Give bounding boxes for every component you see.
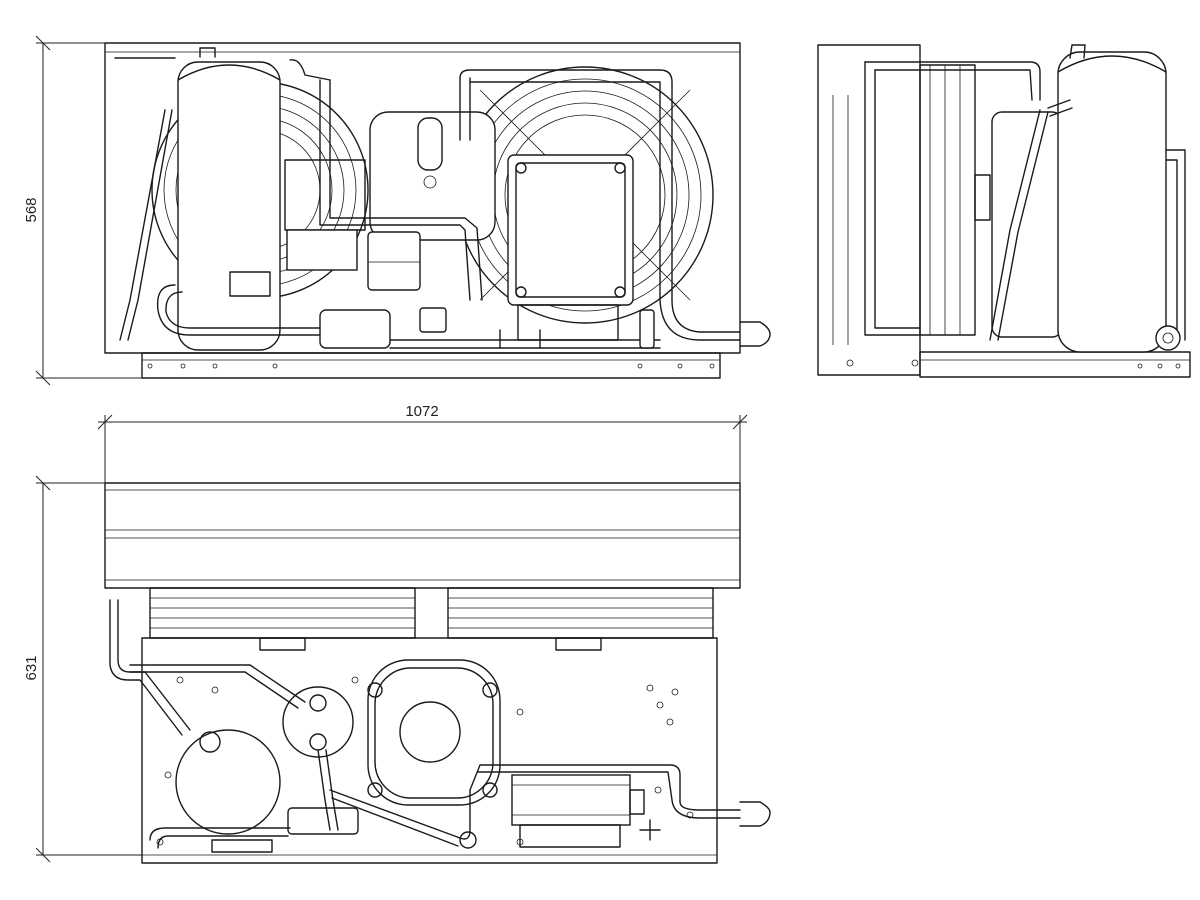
top-fan-left [149,587,416,651]
side-fan-profile [919,64,991,336]
front-view [104,42,771,379]
front-base-holes [147,363,715,369]
side-base-rail [919,351,1191,378]
front-base-rail [141,352,721,379]
side-compressor [991,111,1063,338]
side-view [817,44,1191,378]
side-base-holes [846,359,1181,369]
dimension-width: 1072 [97,403,748,483]
top-filter-drier [287,807,359,835]
side-piping [864,61,1186,341]
dimension-height: 568 [23,35,142,386]
top-receiver-tank [175,729,281,835]
top-fan-right [447,587,714,651]
front-pressure-switch-block [284,159,421,291]
top-compressor [367,659,501,806]
front-receiver-tank [177,47,281,351]
top-junction-box [511,774,645,848]
top-accumulator [282,686,354,758]
dimension-height-label: 568 [23,197,40,222]
top-view [104,482,771,864]
dimension-width-label: 1072 [405,403,438,420]
front-compressor [369,111,496,241]
dimension-depth: 631 [23,475,142,863]
front-piping [114,57,771,349]
dimension-depth-label: 631 [23,655,40,680]
front-filter-drier [319,307,447,349]
top-base-plate [141,637,718,864]
side-receiver-tank [1057,44,1181,353]
front-junction-box [507,154,634,341]
top-condenser-coil [104,482,741,589]
top-piping [109,599,771,853]
top-base-holes [156,676,694,846]
